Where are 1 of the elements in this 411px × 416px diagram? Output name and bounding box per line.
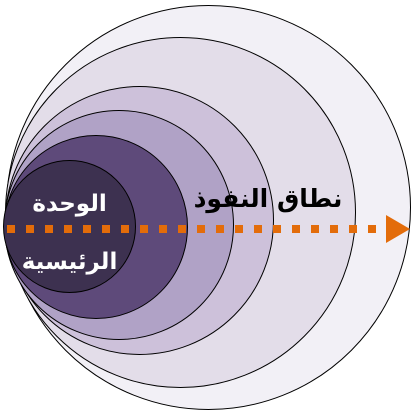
- core-label: الوحدة الرئيسية: [20, 190, 118, 277]
